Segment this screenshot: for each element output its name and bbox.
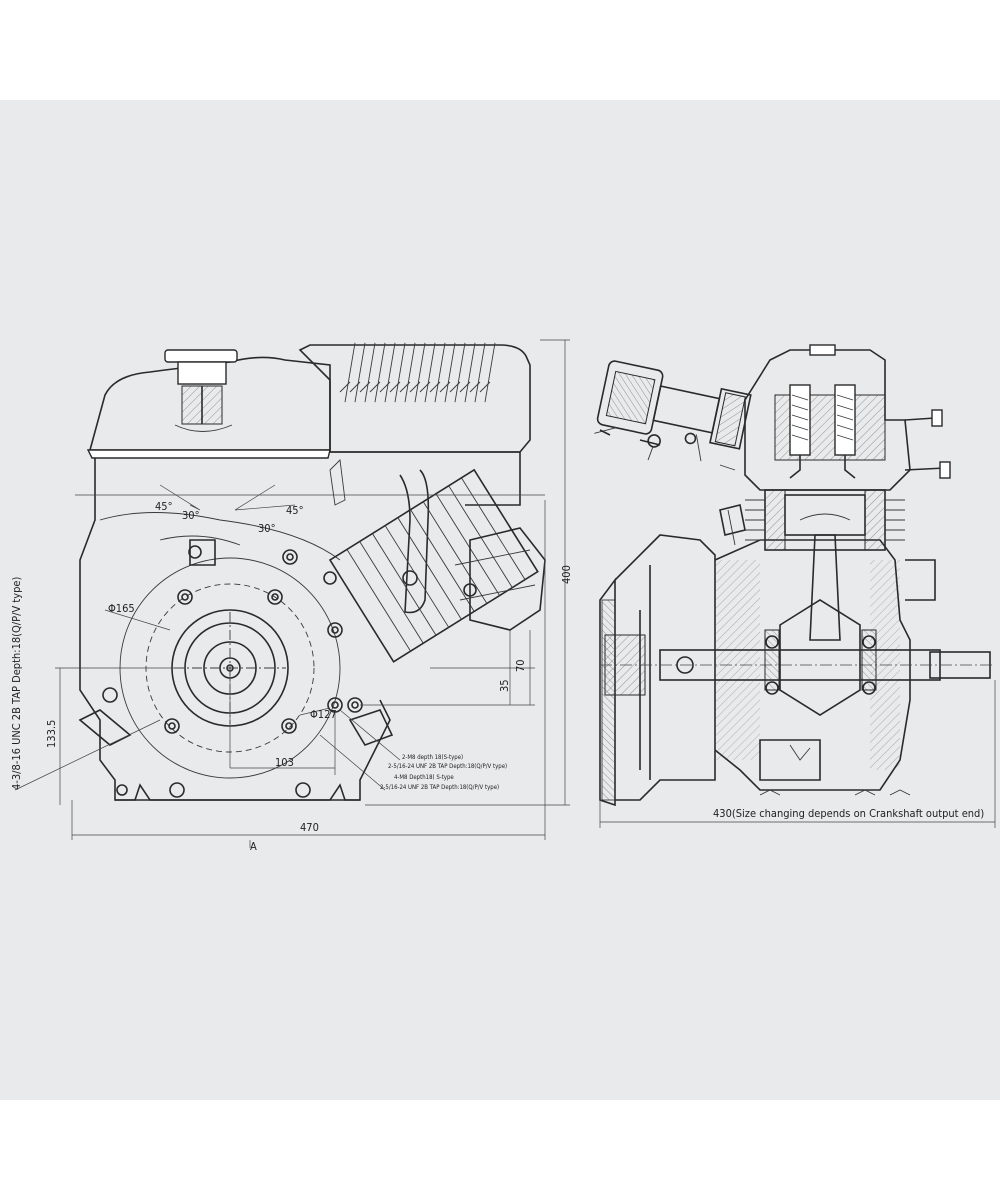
cylinder-fins: [328, 468, 539, 663]
dim-70: 70: [514, 659, 527, 672]
cylinder-head: [744, 344, 951, 491]
angle-30-right: 30°: [258, 522, 276, 535]
cooling-vents: [339, 342, 496, 403]
dim-d165: Φ165: [108, 602, 135, 615]
labels: 470 400 Φ165 Φ127 133.5 103 70 35 45° 30…: [10, 500, 984, 853]
note-4m8: 4-M8 Depth18( S-type: [394, 774, 454, 781]
note-unf-tap-2: 2-5/16-24 UNF 2B TAP Depth:18(Q/P/V type…: [380, 784, 499, 791]
dim-1335: 133.5: [45, 720, 58, 748]
angle-30-left: 30°: [182, 509, 200, 522]
angle-45-right: 45°: [286, 504, 304, 517]
carburetor-section: [594, 360, 752, 462]
note-m8-depth: 2-M8 depth 18(S-type): [402, 754, 463, 761]
side-tap-note: 4-3/8-16 UNC 2B TAP Depth:18(Q/P/V type): [10, 577, 23, 790]
flange-bolts: [102, 545, 363, 798]
angle-45-left: 45°: [155, 500, 173, 513]
crankshaft: [600, 599, 995, 716]
dim-400: 400: [560, 565, 573, 584]
section-view: [594, 344, 996, 828]
dimension-lines: [14, 339, 570, 848]
dim-470: 470: [300, 821, 319, 834]
dim-35: 35: [498, 679, 511, 692]
front-view: [14, 339, 570, 848]
dim-d127: Φ127: [310, 708, 337, 721]
view-mark-a: A: [250, 840, 257, 853]
dim-430-note: 430(Size changing depends on Crankshaft …: [713, 807, 984, 820]
dim-103: 103: [275, 756, 294, 769]
drawing-panel: [0, 100, 1000, 1100]
note-unf-tap-1: 2-5/16-24 UNF 2B TAP Depth:18(Q/P/V type…: [388, 763, 507, 770]
